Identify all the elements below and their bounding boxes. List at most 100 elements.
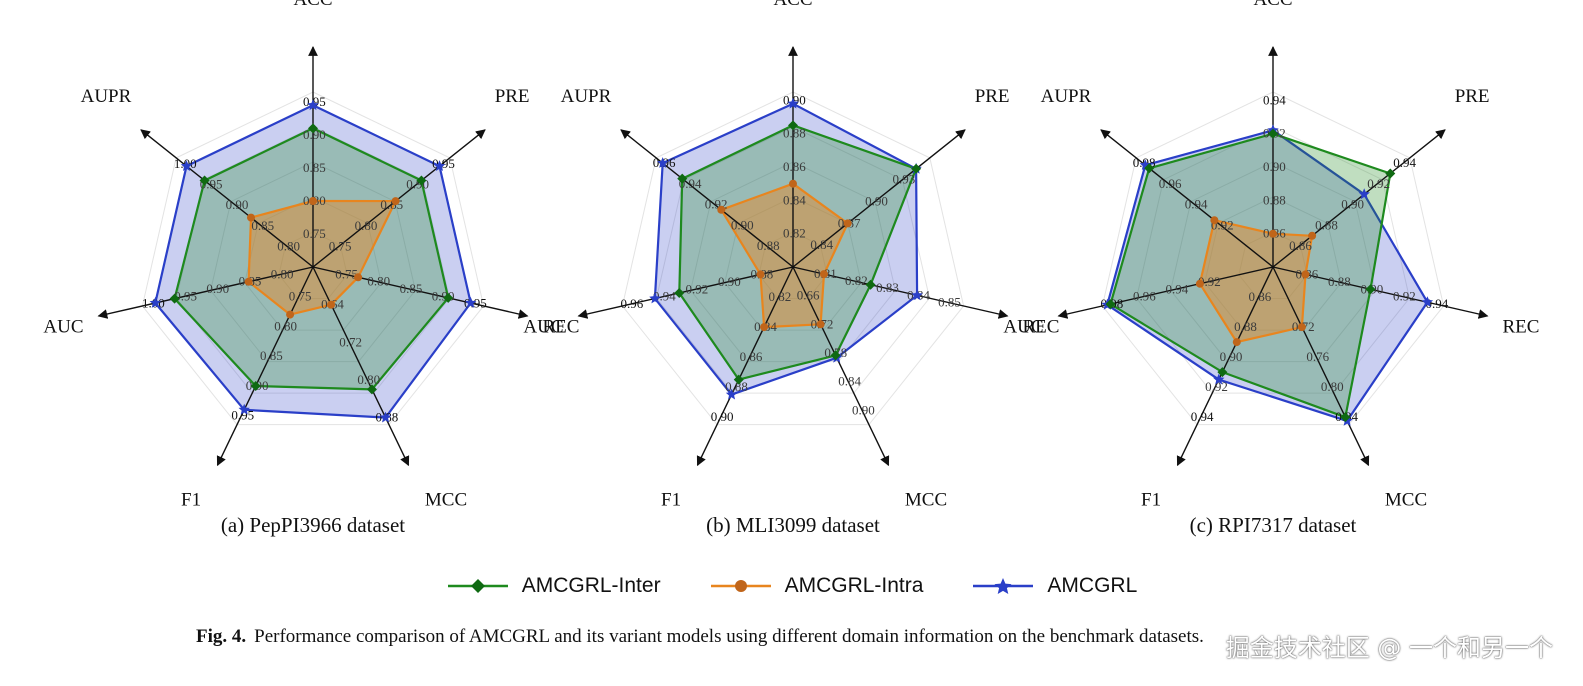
tick-label: 0.75 bbox=[329, 238, 352, 253]
grid-ring bbox=[621, 91, 965, 426]
grid-ring bbox=[1204, 196, 1342, 331]
data-point-full bbox=[433, 160, 446, 171]
tick-label: 0.75 bbox=[303, 226, 326, 241]
grid-ring bbox=[1238, 231, 1308, 300]
axis-label: AUPR bbox=[81, 86, 132, 107]
grid-ring bbox=[758, 231, 828, 300]
data-point-intra bbox=[309, 197, 317, 205]
grid-ring bbox=[655, 126, 931, 394]
axis-label: PRE bbox=[975, 86, 1010, 107]
data-point-full bbox=[180, 160, 193, 171]
tick-label: 0.90 bbox=[783, 92, 806, 107]
axis-label: MCC bbox=[425, 489, 467, 510]
axis-line bbox=[792, 266, 890, 467]
data-point-intra bbox=[327, 300, 336, 309]
axis-line bbox=[312, 266, 529, 319]
tick-label: 0.90 bbox=[406, 177, 429, 192]
data-point-inter bbox=[443, 292, 454, 303]
axis-label: AUC bbox=[523, 316, 563, 337]
tick-label: 0.92 bbox=[686, 281, 709, 296]
data-point-inter bbox=[1217, 367, 1228, 378]
axis-label: AUPR bbox=[561, 86, 612, 107]
tick-label: 0.94 bbox=[1191, 409, 1214, 424]
tick-label: 0.90 bbox=[731, 217, 754, 232]
data-point-inter bbox=[677, 173, 688, 184]
tick-label: 0.80 bbox=[277, 238, 300, 253]
radar-chart-3: 0.860.880.900.920.940.860.880.900.920.94… bbox=[1003, 0, 1539, 537]
tick-label: 0.88 bbox=[1328, 274, 1351, 289]
data-point-intra bbox=[354, 273, 363, 282]
axis-line bbox=[312, 129, 486, 268]
tick-label: 0.88 bbox=[783, 126, 806, 141]
data-point-full bbox=[465, 297, 477, 308]
tick-label: 0.80 bbox=[355, 218, 378, 233]
axis-line bbox=[97, 266, 314, 319]
axis-label: AUPR bbox=[1041, 86, 1092, 107]
figure-number: Fig. 4. bbox=[196, 626, 247, 647]
grid-ring bbox=[244, 196, 382, 331]
series-area-amcgrl-intra bbox=[247, 199, 397, 316]
tick-label: 0.95 bbox=[432, 156, 455, 171]
tick-label: 0.90 bbox=[303, 127, 326, 142]
tick-label: 0.85 bbox=[303, 160, 326, 175]
series-area-amcgrl-intra bbox=[720, 182, 849, 329]
data-point-intra bbox=[1269, 229, 1277, 238]
axis-line bbox=[1176, 266, 1274, 467]
tick-label: 0.82 bbox=[783, 226, 806, 241]
axis-line bbox=[1272, 266, 1370, 467]
data-point-full bbox=[1213, 373, 1225, 385]
chart-subtitle: (b) MLI3099 dataset bbox=[706, 513, 880, 537]
data-point-intra bbox=[1210, 216, 1219, 225]
axis-label: PRE bbox=[1455, 86, 1490, 107]
data-point-inter bbox=[733, 374, 744, 385]
tick-label: 0.93 bbox=[893, 172, 916, 187]
tick-label: 0.85 bbox=[260, 348, 283, 363]
tick-label: 0.92 bbox=[1367, 176, 1390, 191]
data-point-intra bbox=[760, 323, 769, 332]
axis-label: MCC bbox=[1385, 489, 1427, 510]
watermark: 掘金技术社区 @ 一个和另一个 bbox=[1225, 634, 1553, 662]
data-point-intra bbox=[391, 197, 400, 206]
data-point-inter bbox=[366, 384, 377, 395]
axis-line bbox=[1057, 266, 1274, 319]
tick-label: 0.80 bbox=[367, 274, 390, 289]
data-point-full bbox=[649, 292, 661, 304]
tick-label: 0.90 bbox=[718, 274, 741, 289]
tick-label: 0.75 bbox=[289, 289, 312, 304]
tick-label: 0.95 bbox=[303, 94, 326, 109]
axis-label: MCC bbox=[905, 489, 947, 510]
tick-label: 0.94 bbox=[1185, 197, 1208, 212]
tick-label: 0.90 bbox=[1220, 349, 1243, 364]
tick-label: 0.80 bbox=[1321, 379, 1344, 394]
data-point-inter bbox=[1365, 284, 1376, 295]
data-point-inter bbox=[1144, 163, 1155, 174]
data-point-inter bbox=[1340, 412, 1351, 423]
data-point-inter bbox=[416, 175, 427, 186]
tick-label: 0.75 bbox=[335, 266, 358, 281]
data-point-full bbox=[911, 289, 923, 301]
tick-label: 0.76 bbox=[1306, 349, 1329, 364]
data-point-inter bbox=[1105, 299, 1116, 310]
data-point-full bbox=[238, 403, 250, 415]
tick-label: 0.95 bbox=[174, 288, 197, 303]
data-point-full bbox=[725, 388, 738, 400]
tick-label: 0.96 bbox=[1133, 289, 1156, 304]
radar-charts-figure: 0.750.800.850.900.950.750.800.850.900.95… bbox=[43, 0, 1539, 537]
data-point-inter bbox=[308, 123, 318, 134]
data-point-inter bbox=[865, 279, 876, 290]
tick-label: 0.90 bbox=[1341, 197, 1364, 212]
tick-label: 0.94 bbox=[1426, 296, 1449, 311]
tick-label: 0.88 bbox=[1263, 192, 1286, 207]
axis-label: F1 bbox=[661, 489, 681, 510]
tick-label: 0.90 bbox=[865, 194, 888, 209]
data-point-full bbox=[1358, 188, 1370, 200]
axis-line bbox=[792, 129, 966, 268]
data-point-intra bbox=[1301, 270, 1310, 279]
tick-label: 0.94 bbox=[1166, 281, 1189, 296]
tick-label: 0.95 bbox=[464, 296, 487, 311]
tick-label: 0.90 bbox=[711, 409, 734, 424]
data-point-inter bbox=[911, 163, 922, 174]
axis-line bbox=[620, 129, 794, 268]
axis-label: F1 bbox=[1141, 489, 1161, 510]
legend-item-intra: AMCGRL-Intra bbox=[709, 574, 923, 598]
